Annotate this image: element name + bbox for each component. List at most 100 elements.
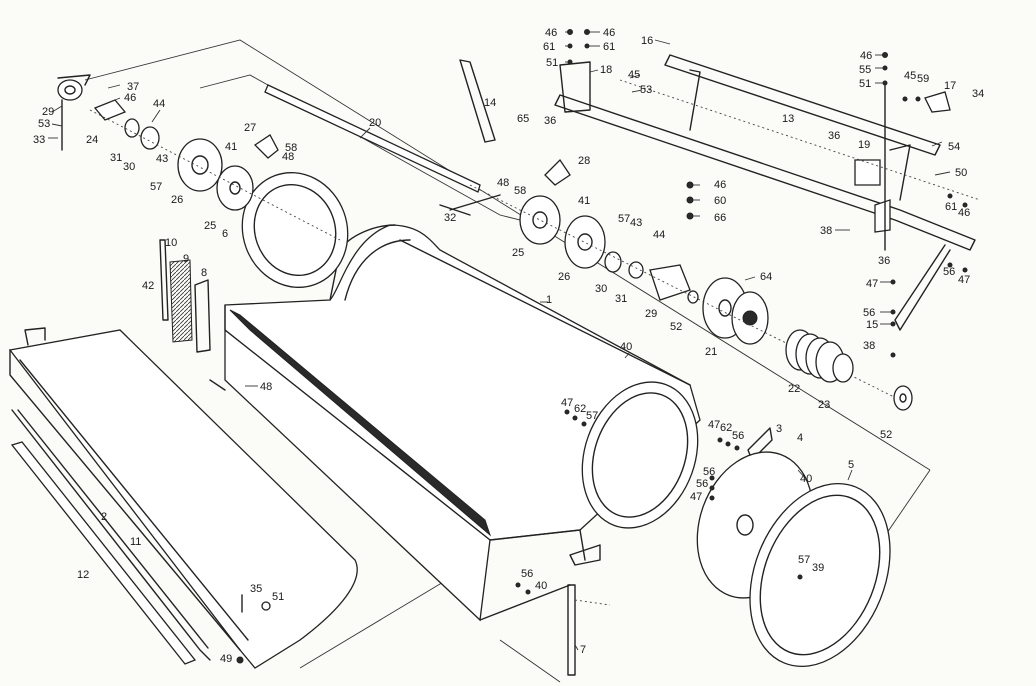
part-label: 4 — [797, 432, 803, 444]
part-6-ring — [241, 172, 349, 288]
part-label: 60 — [714, 195, 726, 207]
part-label: 3 — [776, 423, 782, 435]
part-label: 64 — [760, 271, 772, 283]
part-label: 43 — [156, 153, 168, 165]
leader-lines — [48, 31, 951, 651]
part-label: 12 — [77, 569, 89, 581]
part-label: 16 — [641, 35, 653, 47]
part-label: 31 — [110, 152, 122, 164]
part-label: 51 — [546, 57, 558, 69]
part-label: 57 — [618, 213, 630, 225]
part-label: 57 — [586, 410, 598, 422]
part-label: 61 — [603, 41, 615, 53]
housing-body — [209, 224, 701, 622]
part-label: 27 — [244, 122, 256, 134]
part-labels: 1 2 3 4 5 6 7 8 9 10 11 12 13 14 15 16 1… — [33, 27, 984, 665]
part-label: 39 — [812, 562, 824, 574]
part-label: 29 — [42, 106, 54, 118]
part-label: 26 — [171, 194, 183, 206]
part-label: 1 — [546, 294, 552, 306]
part-label: 5 — [848, 459, 854, 471]
part-label: 28 — [578, 155, 590, 167]
part-label: 41 — [578, 195, 590, 207]
part-label: 56 — [863, 307, 875, 319]
part-label: 47 — [958, 274, 970, 286]
part-label: 44 — [653, 229, 665, 241]
part-label: 57 — [798, 554, 810, 566]
part-label: 46 — [603, 27, 615, 39]
part-label: 41 — [225, 141, 237, 153]
part-label: 42 — [142, 280, 154, 292]
part-label: 56 — [521, 568, 533, 580]
part-label: 38 — [863, 340, 875, 352]
part-label: 46 — [958, 207, 970, 219]
part-label: 38 — [820, 225, 832, 237]
part-label: 62 — [720, 422, 732, 434]
part-label: 17 — [944, 80, 956, 92]
part-label: 26 — [558, 271, 570, 283]
part-label: 22 — [788, 383, 800, 395]
part-label: 32 — [444, 212, 456, 224]
part-label: 25 — [204, 220, 216, 232]
part-label: 46 — [545, 27, 557, 39]
part-label: 48 — [282, 151, 294, 163]
part-label: 37 — [127, 81, 139, 93]
part-label: 36 — [828, 130, 840, 142]
part-label: 18 — [600, 64, 612, 76]
part-label: 43 — [630, 217, 642, 229]
part-label: 36 — [878, 255, 890, 267]
part-label: 29 — [645, 308, 657, 320]
part-label: 50 — [955, 167, 967, 179]
part-label: 46 — [860, 50, 872, 62]
part-label: 40 — [535, 580, 547, 592]
part-label: 66 — [714, 212, 726, 224]
part-label: 36 — [544, 115, 556, 127]
part-label: 49 — [220, 653, 232, 665]
part-label: 47 — [561, 397, 573, 409]
part-label: 48 — [497, 177, 509, 189]
part-label: 15 — [866, 319, 878, 331]
part-label: 47 — [866, 278, 878, 290]
part-label: 45 — [904, 70, 916, 82]
part-label: 11 — [130, 536, 141, 548]
part-label: 52 — [670, 321, 682, 333]
part-label: 20 — [369, 117, 381, 129]
part-label: 47 — [708, 419, 720, 431]
part-label: 44 — [153, 98, 165, 110]
part-label: 46 — [714, 179, 726, 191]
part-label: 56 — [732, 430, 744, 442]
part-label: 25 — [512, 247, 524, 259]
part-label: 48 — [260, 381, 272, 393]
part-label: 14 — [484, 97, 496, 109]
part-label: 51 — [272, 591, 284, 603]
part-label: 30 — [123, 161, 135, 173]
part-label: 8 — [201, 267, 207, 279]
part-label: 65 — [517, 113, 529, 125]
part-label: 59 — [917, 73, 929, 85]
part-label: 33 — [33, 134, 45, 146]
hardware-points — [236, 29, 968, 664]
part-label: 2 — [101, 511, 107, 523]
part-label: 40 — [620, 341, 632, 353]
part-label: 58 — [285, 142, 297, 154]
top-frame — [459, 54, 981, 331]
spring-assembly — [785, 329, 913, 411]
part-label: 23 — [818, 399, 830, 411]
part-label: 34 — [972, 88, 984, 100]
housing-front-ring — [581, 381, 699, 529]
part-label: 45 — [628, 69, 640, 81]
part-label: 51 — [859, 78, 871, 90]
part-label: 61 — [945, 201, 957, 213]
part-label: 40 — [800, 473, 812, 485]
long-shaft — [264, 84, 501, 216]
part-label: 57 — [150, 181, 162, 193]
part-label: 35 — [250, 583, 262, 595]
part-label: 52 — [880, 429, 892, 441]
part-label: 56 — [696, 478, 708, 490]
right-bearing-assembly — [469, 158, 901, 401]
part-label: 31 — [615, 293, 627, 305]
part-label: 21 — [705, 346, 717, 358]
part-label: 56 — [703, 466, 715, 478]
part-label: 6 — [222, 228, 228, 240]
